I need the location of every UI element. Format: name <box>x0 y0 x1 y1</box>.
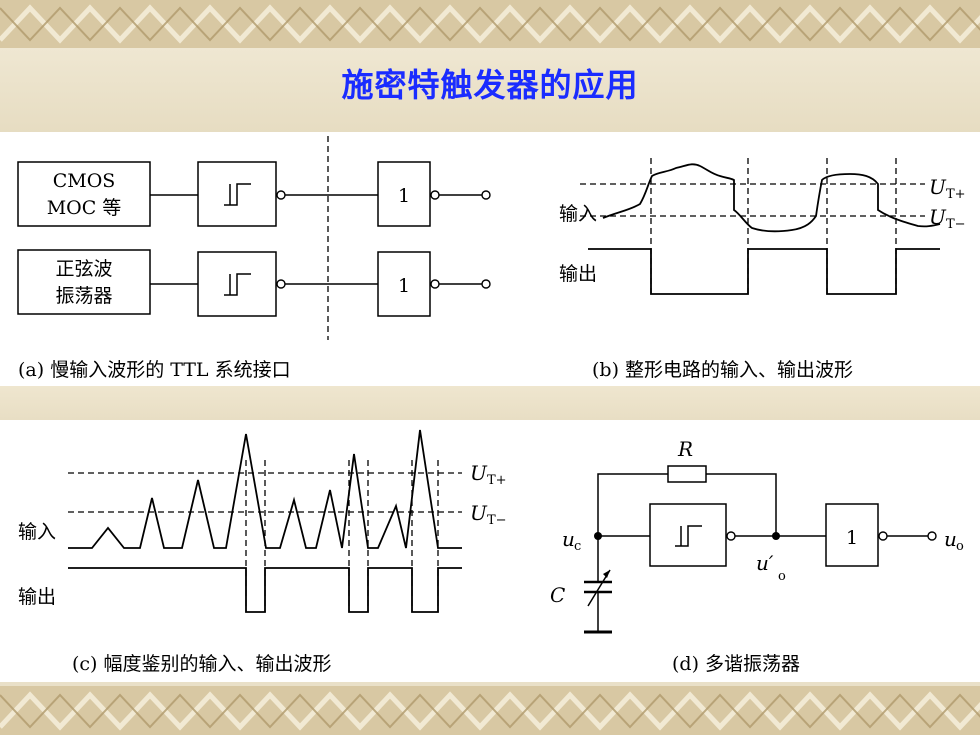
c-ut-plus: U <box>470 461 488 485</box>
uo-sub: o <box>956 539 964 554</box>
feedback-node <box>772 532 780 540</box>
top-diagram-row: CMOS MOC 等 1 正弦波 振荡器 1 <box>0 132 980 386</box>
resistor-r <box>667 465 707 483</box>
c-output-label: 输出 <box>18 586 56 608</box>
uo-prime-sub: o <box>778 569 786 584</box>
box1-line2: MOC 等 <box>47 197 122 219</box>
resistor-label: R <box>677 437 693 461</box>
bottom-diagram-row: 输入 输出 U T+ U T− (c) 幅度鉴别的输入、输出波形 R 1 <box>0 420 980 682</box>
top-decorative-band <box>0 0 980 48</box>
output-waveform <box>588 248 940 295</box>
b-ut-plus-sub: T+ <box>946 187 966 202</box>
b-ut-minus: U <box>929 205 947 229</box>
b-input-label: 输入 <box>559 203 597 225</box>
title-area <box>0 48 980 136</box>
b-output-label: 输出 <box>559 263 597 285</box>
caption-a: (a) 慢输入波形的 TTL 系统接口 <box>18 359 291 381</box>
panel-a-circuit: CMOS MOC 等 1 正弦波 振荡器 1 <box>17 136 491 381</box>
caption-c: (c) 幅度鉴别的输入、输出波形 <box>72 653 332 675</box>
panel-d-circuit: R 1 C u c u′ o u o ( <box>550 437 964 675</box>
bottom-decorative-band <box>0 686 980 735</box>
ttl-gate-2 <box>377 251 431 317</box>
schmitt-trigger-2 <box>197 251 277 317</box>
box1-line1: CMOS <box>53 170 116 192</box>
inverter-gate <box>825 503 879 567</box>
gate1-label: 1 <box>398 185 410 207</box>
c-ut-minus: U <box>470 501 488 525</box>
top-diagram-canvas: CMOS MOC 等 1 正弦波 振荡器 1 <box>17 136 966 381</box>
panel-b-waveforms: 输入 U T+ U T− 输出 (b) 整形电路的输入、输出波形 <box>559 158 966 381</box>
c-input-label: 输入 <box>18 521 56 543</box>
uo-prime-label: u′ <box>756 551 774 575</box>
input-pulse-train <box>68 429 462 549</box>
sine-oscillator-box <box>17 249 151 315</box>
uc-label: u <box>562 527 575 551</box>
c-ut-plus-sub: T+ <box>487 473 507 488</box>
output-pulse-train <box>68 567 462 613</box>
gate2-label: 1 <box>398 275 410 297</box>
b-ut-minus-sub: T− <box>946 217 966 232</box>
page-title: 施密特触发器的应用 <box>341 66 639 104</box>
bottom-diagram-canvas: 输入 输出 U T+ U T− (c) 幅度鉴别的输入、输出波形 R 1 <box>18 429 964 675</box>
panel-c-waveforms: 输入 输出 U T+ U T− (c) 幅度鉴别的输入、输出波形 <box>18 429 507 675</box>
hysteresis-icon <box>675 525 702 547</box>
box2-line1: 正弦波 <box>55 258 112 280</box>
cmos-source-box <box>17 161 151 227</box>
c-ut-minus-sub: T− <box>487 513 507 528</box>
input-waveform <box>602 163 941 233</box>
ttl-gate-1 <box>377 161 431 227</box>
uo-label: u <box>944 527 957 551</box>
b-ut-plus: U <box>929 175 947 199</box>
hysteresis-icon <box>224 183 251 206</box>
uc-sub: c <box>574 539 581 554</box>
box2-line2: 振荡器 <box>55 285 112 307</box>
hysteresis-icon <box>224 273 251 296</box>
capacitor-label: C <box>550 583 565 607</box>
row-separator <box>0 386 980 420</box>
d-gate-label: 1 <box>846 527 858 549</box>
caption-b: (b) 整形电路的输入、输出波形 <box>592 359 853 381</box>
caption-d: (d) 多谐振荡器 <box>672 653 800 675</box>
